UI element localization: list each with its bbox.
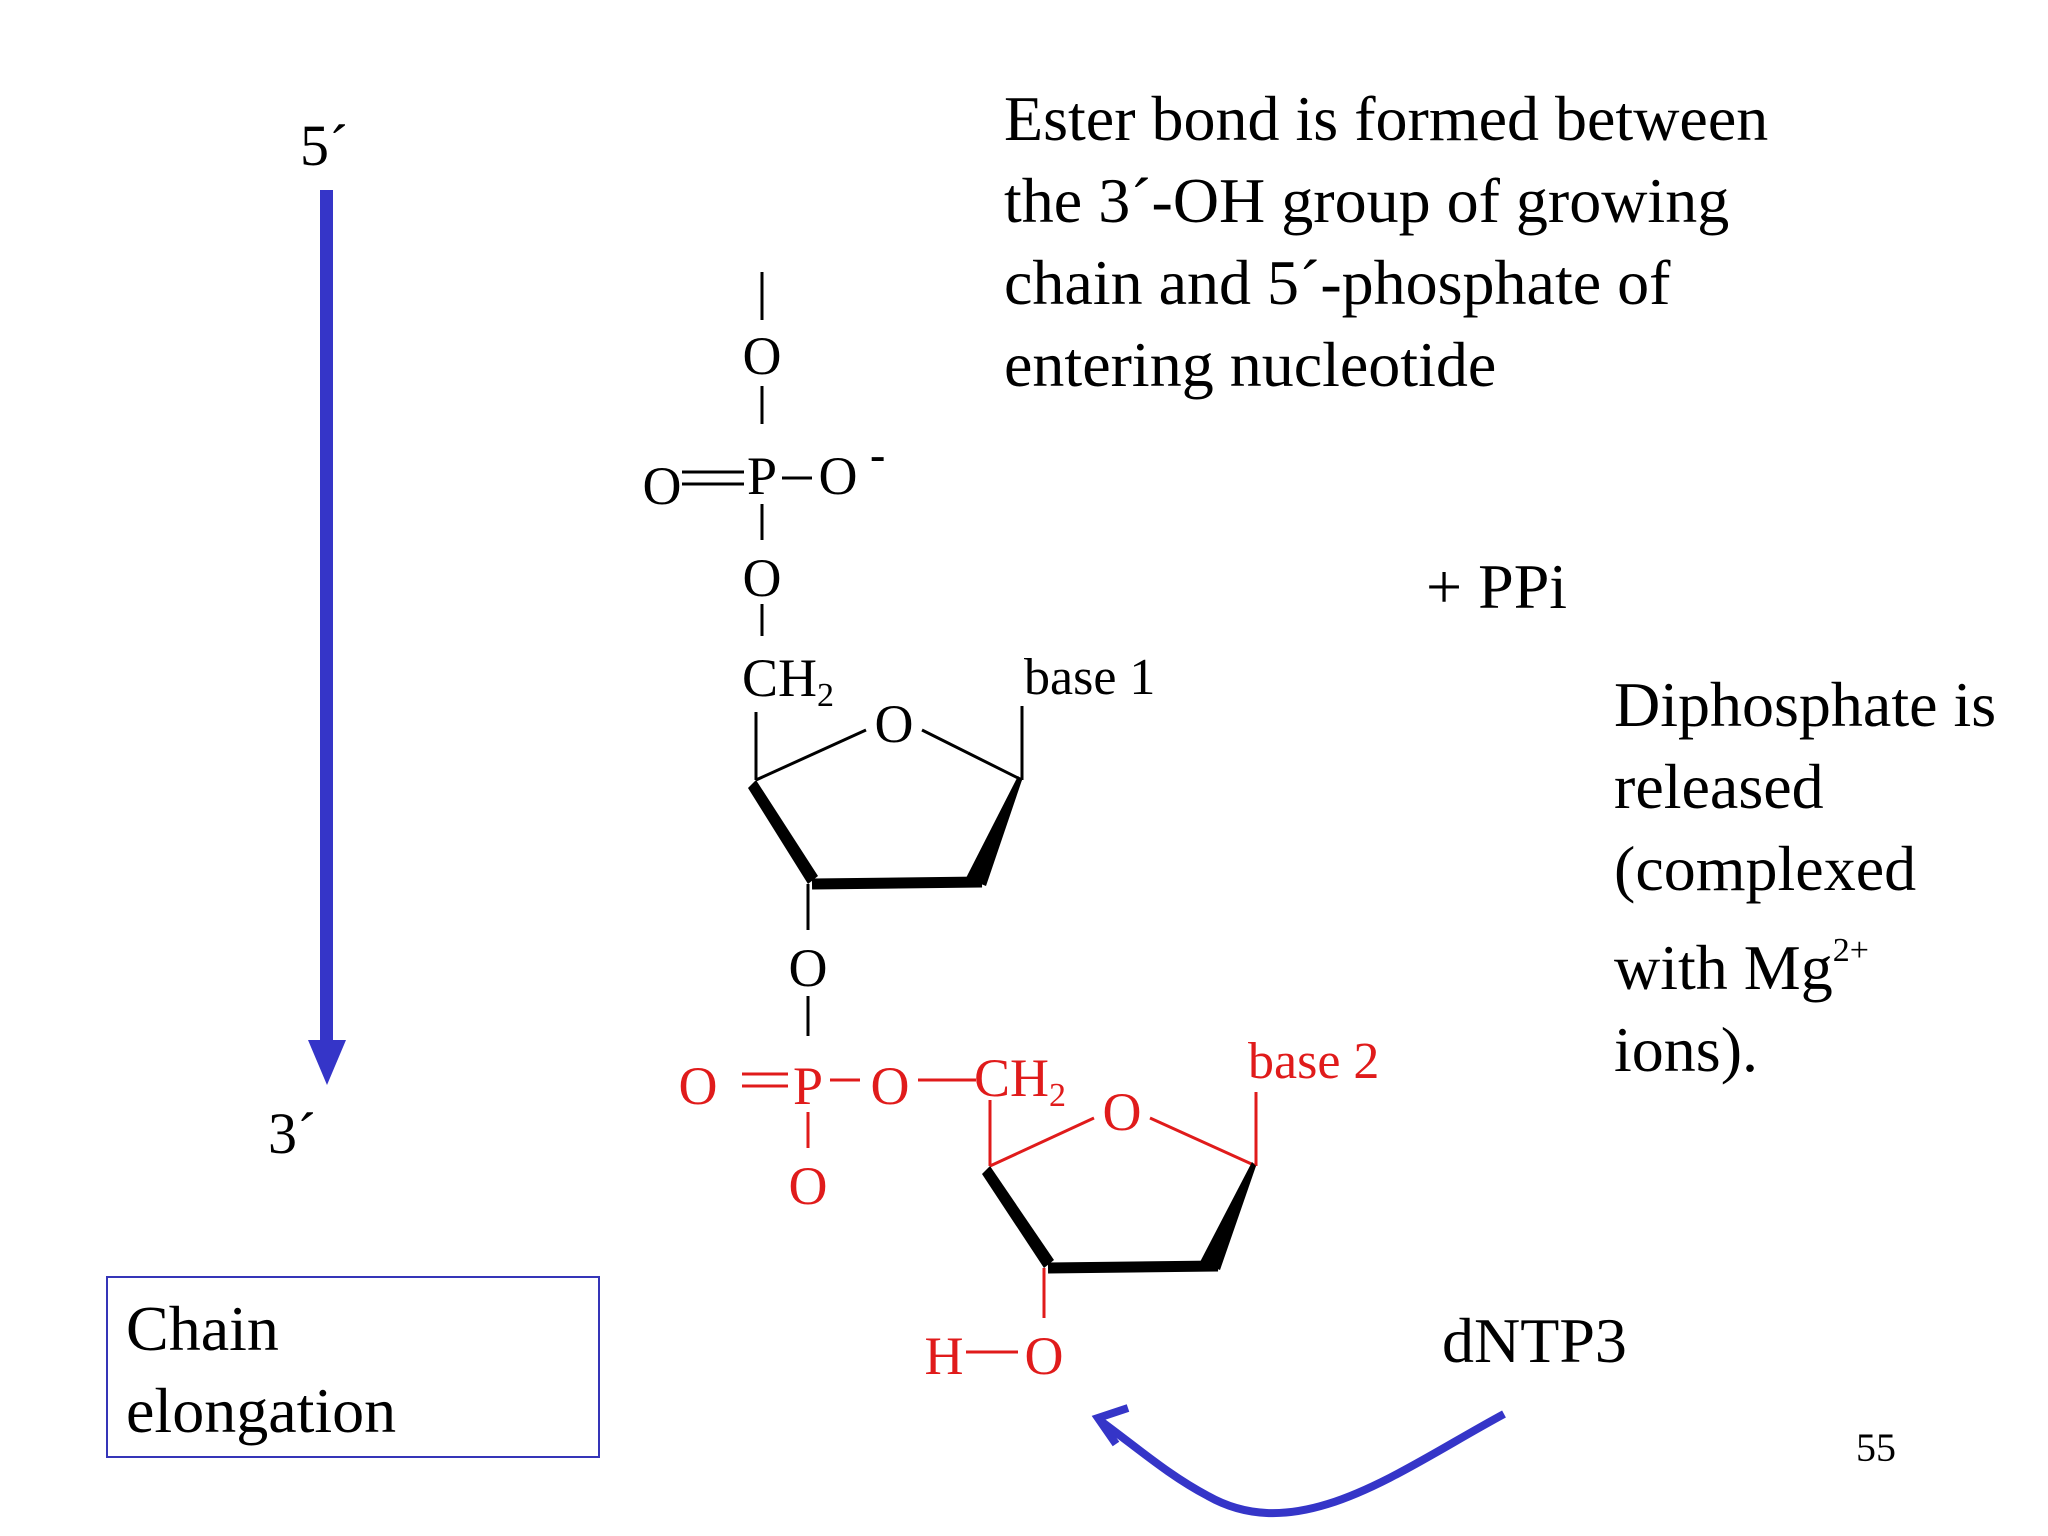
bottom-wedge-left <box>982 1166 1054 1268</box>
mg-text: with Mg <box>1614 932 1833 1003</box>
top-ch2-c: CH <box>742 648 817 708</box>
ester-note-line-1: Ester bond is formed between <box>1004 83 1769 154</box>
bottom-ring-o: O <box>1103 1082 1142 1142</box>
three-prime-label: 3´ <box>268 1101 317 1166</box>
bottom-o-bridge: O <box>871 1056 910 1116</box>
top-minus-charge: - <box>870 429 885 480</box>
direction-arrow <box>308 190 346 1085</box>
bottom-oh-o: O <box>1025 1326 1064 1386</box>
five-prime-label: 5´ <box>300 113 349 178</box>
mg-charge: 2+ <box>1832 932 1869 969</box>
top-c4-o-bond <box>755 728 867 782</box>
top-o-c1-bond <box>921 728 1023 782</box>
bottom-p: P <box>793 1056 823 1116</box>
bottom-o-c1-bond <box>1149 1116 1257 1168</box>
page-number: 55 <box>1856 1425 1896 1470</box>
bottom-h: H <box>925 1326 964 1386</box>
top-base-label: base 1 <box>1024 649 1155 706</box>
top-ring-o: O <box>875 694 914 754</box>
chain-elongation-line-2: elongation <box>126 1375 397 1446</box>
bottom-o-below-p: O <box>789 1156 828 1216</box>
ester-note-line-4: entering nucleotide <box>1004 329 1497 400</box>
bottom-o-double: O <box>679 1056 718 1116</box>
top-ch2-sub: 2 <box>817 677 834 714</box>
bottom-wedge-right <box>1200 1162 1256 1270</box>
ppi-label: + PPi <box>1426 551 1568 622</box>
dntp-label: dNTP3 <box>1442 1305 1627 1376</box>
top-ring-base-bond <box>811 876 983 890</box>
top-wedge-left <box>748 780 818 884</box>
top-o-double: O <box>643 456 682 516</box>
bottom-c4-o-bond <box>989 1116 1095 1168</box>
diphosphate-line-3: (complexed <box>1614 833 1917 904</box>
top-o-bottom: O <box>743 548 782 608</box>
bottom-nucleotide: O P O CH2 O O base 2 H O <box>679 1033 1380 1386</box>
attack-arrow-curve <box>1099 1410 1506 1517</box>
bottom-ch2-c: CH <box>974 1048 1049 1108</box>
attack-arrow <box>1091 1404 1506 1517</box>
bottom-base-label: base 2 <box>1248 1033 1379 1090</box>
attack-arrow-head <box>1091 1404 1130 1447</box>
top-p: P <box>747 446 777 506</box>
top-o-top: O <box>743 326 782 386</box>
top-o-link: O <box>789 938 828 998</box>
ester-note-line-3: chain and 5´-phosphate of <box>1004 247 1671 318</box>
diphosphate-line-1: Diphosphate is <box>1614 669 1997 740</box>
diphosphate-line-4: with Mg2+ <box>1614 910 1996 1009</box>
top-o-minus: O <box>819 446 858 506</box>
chain-elongation-line-1: Chain <box>126 1293 279 1364</box>
diphosphate-line-2: released <box>1614 751 1824 822</box>
top-ch2: CH2 <box>742 648 834 714</box>
diphosphate-line-5: ions). <box>1614 1014 1758 1085</box>
chain-elongation-box: Chain elongation <box>106 1276 600 1458</box>
bottom-ch2: CH2 <box>974 1048 1066 1114</box>
ester-bond-note: Ester bond is formed between the 3´-OH g… <box>1004 78 1768 406</box>
ester-note-line-2: the 3´-OH group of growing <box>1004 165 1730 236</box>
bottom-ring-base-bond <box>1047 1260 1219 1274</box>
bottom-ch2-sub: 2 <box>1049 1077 1066 1114</box>
diphosphate-note: Diphosphate is released (complexed with … <box>1614 664 1996 1091</box>
top-wedge-right <box>966 776 1022 886</box>
top-nucleotide: O O P O - O CH2 O base 1 O <box>643 272 1155 1036</box>
